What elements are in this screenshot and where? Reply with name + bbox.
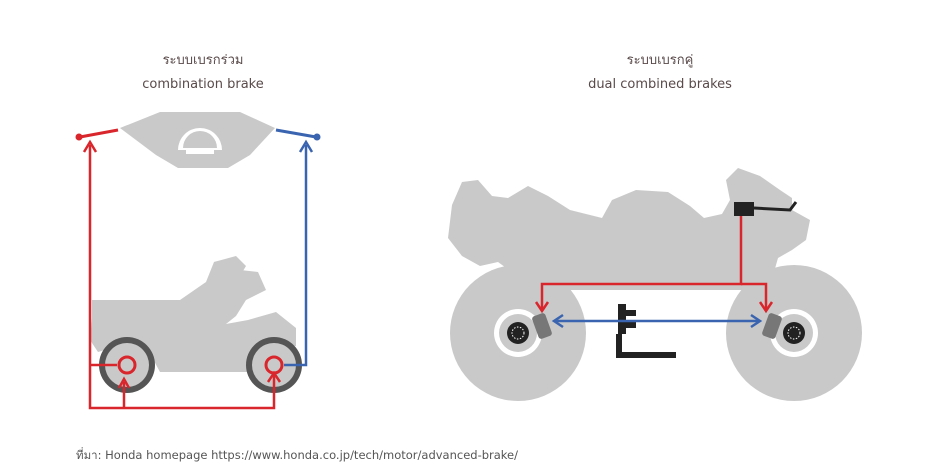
- dual-blue-arrow-left: [551, 313, 564, 329]
- scooter-front-wheel: [99, 337, 155, 393]
- front-brake-lever: [79, 128, 119, 139]
- dual-combined-brakes-title-en: dual combined brakes: [588, 77, 732, 92]
- dual-combined-brakes-title-thai: ระบบเบรกคู่: [626, 53, 694, 68]
- dual-blue-arrow-right: [750, 313, 763, 329]
- dual-red-arrow-front: [758, 301, 774, 314]
- motorcycle-body: [448, 168, 810, 290]
- rear-lever-end: [313, 133, 321, 141]
- dual-red-arrow-rear: [534, 301, 550, 314]
- dual-red-to-front: [741, 282, 768, 310]
- combination-brake-title: ระบบเบรกร่วม combination brake: [88, 52, 318, 94]
- motorcycle-diagram: [448, 168, 862, 401]
- front-brake-line: [88, 145, 276, 410]
- dual-front-brake-line: [540, 216, 743, 310]
- rear-wheel-red-arrow: [266, 370, 282, 383]
- brake-pedal-unit: [616, 304, 676, 358]
- rear-brake-line: [284, 145, 308, 367]
- scooter-diagram: [75, 112, 321, 410]
- combination-brake-title-thai: ระบบเบรกร่วม: [162, 53, 244, 68]
- motorcycle-brake-lever: [734, 201, 798, 216]
- motorcycle-rear-wheel: [450, 265, 586, 401]
- combination-brake-title-en: combination brake: [142, 77, 264, 92]
- front-branch-arrow: [117, 376, 131, 389]
- scooter-rear-wheel: [246, 337, 302, 393]
- dual-combined-brakes-title: ระบบเบรกคู่ dual combined brakes: [540, 52, 780, 94]
- front-arrow-up: [82, 139, 98, 153]
- source-note: ที่มา: Honda homepage https://www.honda.…: [76, 448, 519, 462]
- motorcycle-front-wheel: [726, 265, 862, 401]
- speedometer-icon: [178, 128, 222, 154]
- scooter-handle-stem: [214, 256, 246, 276]
- rear-arrow-up: [298, 139, 314, 153]
- front-lever-end: [75, 133, 83, 141]
- rear-brake-lever: [275, 128, 317, 139]
